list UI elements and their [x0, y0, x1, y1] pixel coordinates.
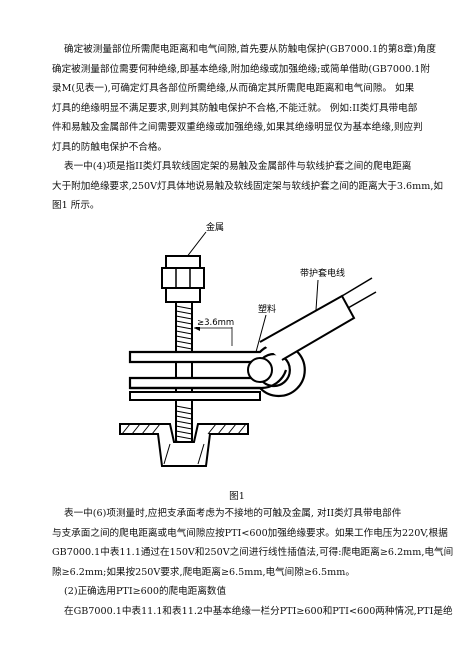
text-line: 件和易触及金属部件之间需要双重绝缘或加强绝缘,如果其绝缘明显仅为基本绝缘,则应判 — [52, 122, 423, 133]
text-line: 确定被测量部位需要何种绝缘,即基本绝缘,附加绝缘或加强绝缘;或简单借助(GB70… — [52, 63, 430, 75]
figure-1-drawing: 金属 带护套电线 塑料 ≥3.6mm — [119, 221, 377, 467]
text-line: 大于附加绝缘要求,250V灯具体地说易触及软线固定架与软线护套之间的距离大于3.… — [52, 180, 443, 192]
thread-line — [175, 345, 193, 350]
thread-line — [175, 330, 193, 335]
hatch-line — [163, 443, 171, 465]
thread-line — [175, 420, 193, 425]
thread-line — [175, 335, 193, 340]
hatch-line — [141, 423, 151, 435]
paragraph-2: 表一中(4)项是指II类灯具软线固定架的易触及金属部件与软线护套之间的爬电距离 … — [52, 157, 443, 216]
text-line: (2)正确选用PTI≥600的爬电距离数值 — [64, 586, 227, 597]
plastic-leader-line — [255, 314, 267, 353]
thread-line — [175, 410, 193, 415]
base-hatching — [121, 423, 247, 465]
label-cable: 带护套电线 — [300, 267, 345, 279]
thread-line — [175, 305, 193, 310]
figure-caption: 图1 — [229, 491, 245, 502]
text-line: GB7000.1中表11.1通过在150V和250V之间进行线性插值法,可得:爬… — [52, 547, 454, 558]
dimension-label-bg — [196, 316, 236, 327]
text-line: 录M(见表一),可确定灯具各部位所需绝缘,从而确定其所需爬电距离和电气间隙。 如… — [52, 83, 415, 94]
hatch-line — [207, 423, 217, 435]
text-line: 灯具的绝缘明显不满足要求,则判其防触电保护不合格,不能迁就。 例如:II类灯具带… — [52, 102, 418, 114]
thread-line — [175, 325, 193, 330]
label-dimension: ≥3.6mm — [197, 318, 234, 328]
thread-line — [175, 320, 193, 325]
mounting-base — [119, 423, 249, 467]
hatch-line — [197, 443, 205, 465]
text-line: 隙≥6.2mm;如果按250V要求,爬电距离≥6.5mm,电气间隙≥6.5mm。 — [52, 566, 355, 578]
text-line: 灯具的防触电保护不合格。 — [52, 141, 168, 153]
thread-line — [175, 415, 193, 420]
thread-line — [175, 405, 193, 410]
hatch-line — [121, 423, 131, 435]
bolt-cap — [165, 255, 201, 269]
washer — [165, 287, 201, 303]
thread-line — [175, 435, 193, 440]
thread-line — [175, 425, 193, 430]
hatch-line — [227, 423, 237, 435]
cable-leader-line — [315, 279, 319, 311]
label-metal: 金属 — [206, 221, 224, 233]
thread-line — [175, 340, 193, 345]
paragraph-1: 确定被测量部位所需爬电距离和电气间隙,首先要从防触电保护(GB7000.1的第8… — [52, 40, 436, 157]
paragraph-4: (2)正确选用PTI≥600的爬电距离数值 — [52, 582, 432, 602]
thread-line — [175, 315, 193, 320]
thread-line — [175, 430, 193, 435]
label-plastic: 塑料 — [258, 303, 276, 315]
cable-wire-2 — [347, 291, 377, 309]
clamp-lower-arm — [130, 369, 288, 390]
hatch-line — [151, 423, 161, 435]
text-line: 图1 所示。 — [52, 200, 100, 211]
text-line: 表一中(6)项测量时,应把支承面考虑为不接地的可触及金属, 对II类灯具带电部件 — [64, 508, 402, 519]
cable-wire-1 — [341, 277, 373, 297]
thread-line — [175, 310, 193, 315]
cable-cross-section — [247, 357, 273, 383]
text-line: 与支承面之间的爬电距离或电气间隙应按PTI<600加强绝缘要求。如果工作电压为2… — [52, 527, 448, 539]
text-line: 在GB7000.1中表11.1和表11.2中基本绝缘一栏分PTI≥600和PTI… — [64, 606, 453, 617]
metal-leader-line — [185, 231, 207, 259]
paragraph-5: 在GB7000.1中表11.1和表11.2中基本绝缘一栏分PTI≥600和PTI… — [52, 602, 453, 622]
hex-nut — [161, 267, 205, 289]
sheathed-cable — [259, 294, 356, 361]
hatch-line — [131, 423, 141, 435]
hatch-line — [217, 423, 227, 435]
clamp-lower-plate — [129, 391, 261, 401]
text-line: 表一中(4)项是指II类灯具软线固定架的易触及金属部件与软线护套之间的爬电距离 — [64, 161, 412, 172]
text-line: 确定被测量部位所需爬电距离和电气间隙,首先要从防触电保护(GB7000.1的第8… — [64, 44, 436, 55]
hatch-line — [237, 423, 247, 435]
paragraph-3: 表一中(6)项测量时,应把支承面考虑为不接地的可触及金属, 对II类灯具带电部件… — [52, 504, 454, 582]
